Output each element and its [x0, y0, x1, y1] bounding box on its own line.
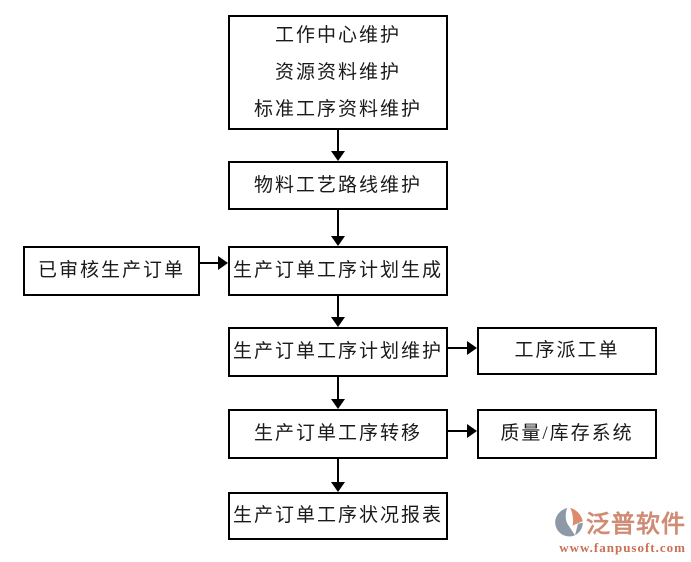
arrow-right-approved-to-generate — [200, 262, 219, 264]
flow-node-label: 工序派工单 — [514, 340, 620, 361]
flow-node-label: 已审核生产订单 — [37, 260, 185, 281]
flow-node-label: 质量/库存系统 — [500, 423, 634, 444]
flow-node-master-data: 工作中心维护 资源资料维护 标准工序资料维护 — [228, 15, 448, 130]
brand-url: www.fanpusoft.com — [559, 540, 686, 555]
brand-name: 泛普软件 — [586, 512, 686, 538]
flow-node-approved-production-order: 已审核生产订单 — [23, 246, 200, 296]
arrow-down-1 — [337, 130, 339, 152]
arrowhead-right-1-icon — [218, 256, 228, 270]
arrowhead-down-1-icon — [331, 151, 345, 161]
arrow-right-maintain-to-dispatch — [448, 347, 468, 349]
arrow-right-transfer-to-quality — [448, 430, 468, 432]
arrowhead-down-3-icon — [331, 317, 345, 327]
arrowhead-down-5-icon — [331, 482, 345, 492]
flow-node-operation-plan-generate: 生产订单工序计划生成 — [228, 246, 448, 296]
arrowhead-down-2-icon — [331, 236, 345, 246]
flow-node-label: 生产订单工序状况报表 — [232, 505, 443, 526]
flow-node-label: 生产订单工序转移 — [253, 423, 422, 444]
flow-node-label: 标准工序资料维护 — [253, 99, 422, 120]
arrowhead-right-3-icon — [467, 424, 477, 438]
arrow-down-4 — [337, 377, 339, 400]
arrow-down-5 — [337, 459, 339, 483]
flow-node-label: 物料工艺路线维护 — [253, 174, 422, 196]
flow-node-label: 生产订单工序计划维护 — [232, 341, 443, 362]
flow-node-operation-plan-maintain: 生产订单工序计划维护 — [228, 327, 448, 377]
fanpu-logo-icon — [555, 507, 583, 536]
arrowhead-down-4-icon — [331, 399, 345, 409]
flow-node-operation-dispatch-order: 工序派工单 — [477, 327, 657, 375]
flow-node-label: 工作中心维护 — [274, 25, 401, 46]
vendor-watermark: 泛普软件 www.fanpusoft.com — [546, 504, 686, 556]
flow-node-operation-status-report: 生产订单工序状况报表 — [228, 492, 448, 540]
flow-node-routing-maintenance: 物料工艺路线维护 — [228, 161, 448, 210]
flow-node-label: 生产订单工序计划生成 — [232, 260, 443, 281]
arrow-down-3 — [337, 296, 339, 318]
flow-node-quality-inventory-system: 质量/库存系统 — [477, 409, 657, 459]
arrow-down-2 — [337, 210, 339, 237]
flow-node-operation-transfer: 生产订单工序转移 — [228, 409, 448, 459]
arrowhead-right-2-icon — [467, 341, 477, 355]
flow-node-label: 资源资料维护 — [274, 62, 401, 83]
